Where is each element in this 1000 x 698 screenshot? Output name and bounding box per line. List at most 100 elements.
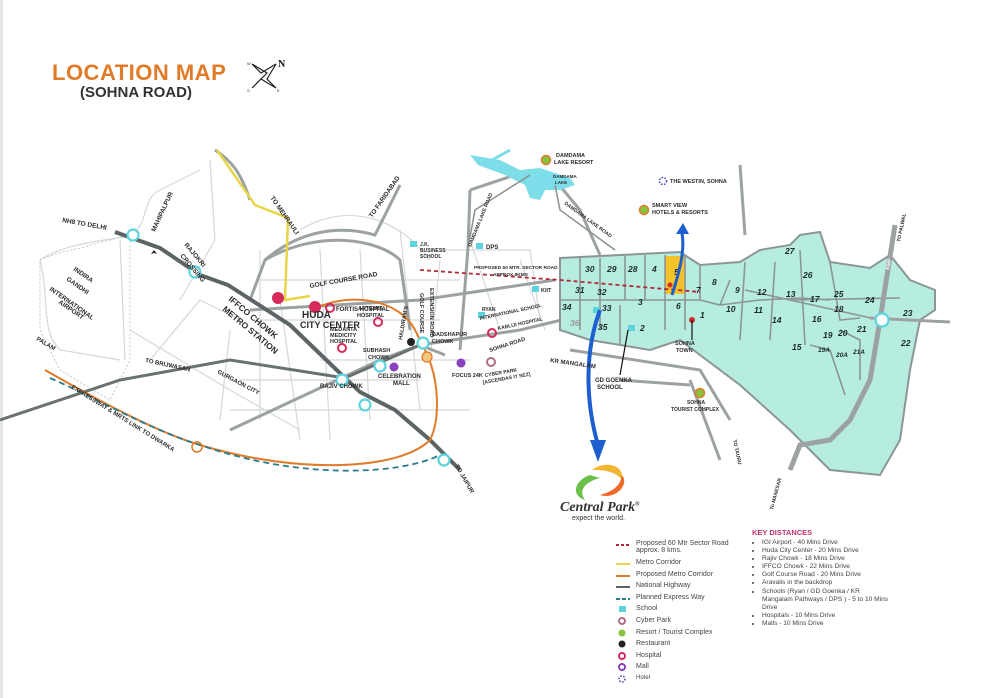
svg-text:5: 5 xyxy=(674,267,679,277)
orange-line-icon xyxy=(616,574,630,577)
legend-item-cyber-park: Cyber Park xyxy=(616,616,729,629)
svg-text:TO JAIPUR: TO JAIPUR xyxy=(453,464,474,495)
school-icon xyxy=(619,606,626,613)
svg-text:25: 25 xyxy=(833,289,844,299)
legend-item-restaurant: Restaurant xyxy=(616,640,729,652)
svg-text:CYBER PARK: CYBER PARK xyxy=(484,367,518,379)
svg-text:E: E xyxy=(277,88,280,93)
svg-text:BADSHAPUR: BADSHAPUR xyxy=(432,332,467,338)
resort-icon xyxy=(540,154,552,166)
legend-item-mall: Mall xyxy=(616,663,729,675)
svg-text:10: 10 xyxy=(726,304,736,314)
svg-text:SMART VIEW: SMART VIEW xyxy=(652,203,688,209)
school-icon xyxy=(593,307,600,313)
svg-text:DAMDAMA LAKE ROAD: DAMDAMA LAKE ROAD xyxy=(563,201,613,240)
svg-text:30: 30 xyxy=(585,264,595,274)
svg-text:SCHOOL: SCHOOL xyxy=(597,385,623,391)
damdama-lake: DAMDAMA LAKE xyxy=(470,148,577,200)
svg-text:33: 33 xyxy=(602,303,612,313)
svg-text:N: N xyxy=(278,59,286,70)
distance-item: Schools (Ryan / GD Goenka / KR Mangalam … xyxy=(762,588,892,612)
svg-text:26: 26 xyxy=(802,270,813,280)
svg-text:SCHOOL: SCHOOL xyxy=(420,254,441,260)
school-icon xyxy=(628,325,635,331)
svg-text:HOSPITAL: HOSPITAL xyxy=(330,339,358,345)
svg-text:RYAN: RYAN xyxy=(482,307,496,313)
mall-icon xyxy=(456,358,466,368)
svg-text:1: 1 xyxy=(700,310,705,320)
svg-text:TO MEHRAULI: TO MEHRAULI xyxy=(268,195,300,236)
highway-rajiv-chowk xyxy=(0,358,346,422)
svg-text:S: S xyxy=(247,88,250,93)
svg-text:RAJIV CHOWK: RAJIV CHOWK xyxy=(320,384,363,390)
school-icon xyxy=(410,241,417,247)
svg-text:17: 17 xyxy=(810,294,821,304)
legend-item-metro: Metro Corridor xyxy=(616,559,729,571)
svg-text:21: 21 xyxy=(856,324,867,334)
brand-tagline: expect the world. xyxy=(572,515,625,522)
svg-text:DAMDAMA LAKE ROAD: DAMDAMA LAKE ROAD xyxy=(467,192,494,248)
distance-item: Huda City Center - 20 Mins Drive xyxy=(762,547,952,555)
svg-text:CHOWK: CHOWK xyxy=(432,339,453,345)
key-distances: KEY DISTANCES IGI Airport - 40 Mins Driv… xyxy=(752,528,952,628)
hospital-icon xyxy=(487,328,497,338)
svg-text:KIIT: KIIT xyxy=(541,288,552,294)
svg-text:ARTEMIS: ARTEMIS xyxy=(358,306,383,312)
svg-text:34: 34 xyxy=(562,302,572,312)
project-marker xyxy=(667,282,673,288)
legend-item-expressway: Planned Express Way xyxy=(616,594,729,606)
svg-text:SUBHASH: SUBHASH xyxy=(363,348,390,354)
distance-item: Hospitals - 10 Mins Drive xyxy=(762,612,952,620)
svg-text:20: 20 xyxy=(837,328,848,338)
resort-icon xyxy=(618,629,626,637)
metro-station-icon xyxy=(191,292,433,453)
svg-text:CELEBRATION: CELEBRATION xyxy=(378,374,421,380)
svg-text:FORTIS HOSPITAL: FORTIS HOSPITAL xyxy=(336,307,390,313)
svg-text:FOCUS 24K: FOCUS 24K xyxy=(452,373,483,379)
svg-text:14: 14 xyxy=(772,315,782,325)
legend-item-proposed-metro: Proposed Metro Corridor xyxy=(616,571,729,583)
svg-text:22: 22 xyxy=(900,338,911,348)
svg-text:19A: 19A xyxy=(818,347,830,354)
svg-text:PROPOSED 60 MTR. SECTOR ROAD: PROPOSED 60 MTR. SECTOR ROAD xyxy=(474,265,558,271)
svg-text:PALAM: PALAM xyxy=(35,337,56,353)
distance-item: Aravalis in the backdrop xyxy=(762,579,952,587)
svg-text:CHOWK: CHOWK xyxy=(368,355,389,361)
hotel-icon xyxy=(658,176,668,186)
junctions xyxy=(126,228,890,467)
svg-text:4: 4 xyxy=(651,264,657,274)
yellow-line-icon xyxy=(616,563,630,565)
svg-text:APPROX.8KMS: APPROX.8KMS xyxy=(493,272,529,278)
svg-text:24: 24 xyxy=(864,295,875,305)
school-icon xyxy=(532,286,539,292)
school-icon xyxy=(478,312,485,318)
brand-name: Central Park® xyxy=(560,500,640,515)
svg-text:NH8 TO DELHI: NH8 TO DELHI xyxy=(62,217,108,232)
svg-text:CITY CENTER: CITY CENTER xyxy=(300,320,360,330)
school-icon xyxy=(476,243,483,249)
svg-text:6: 6 xyxy=(676,301,681,311)
svg-text:LAKE RESORT: LAKE RESORT xyxy=(554,160,594,166)
svg-text:TOURIST COMPLEX: TOURIST COMPLEX xyxy=(671,407,720,413)
svg-text:SOHNA ROAD: SOHNA ROAD xyxy=(489,337,526,354)
svg-text:29: 29 xyxy=(606,264,617,274)
svg-text:EXTENSION ROAD: EXTENSION ROAD xyxy=(428,288,434,338)
hospital-icon xyxy=(337,343,347,353)
restaurant-icon xyxy=(618,640,626,648)
airplane-icon xyxy=(151,250,157,254)
svg-text:HUDA: HUDA xyxy=(302,310,331,321)
national-highway-nh8 xyxy=(114,230,462,472)
svg-text:31: 31 xyxy=(575,285,585,295)
svg-text:THE WESTIN, SOHNA: THE WESTIN, SOHNA xyxy=(670,179,727,185)
svg-text:9: 9 xyxy=(735,285,740,295)
distance-item: IFFCO Chowk - 22 Mins Drive xyxy=(762,563,952,571)
svg-text:MAHIPALPUR: MAHIPALPUR xyxy=(150,191,175,233)
svg-text:16: 16 xyxy=(812,314,822,324)
svg-text:SOHNA: SOHNA xyxy=(687,400,705,406)
svg-text:GOLF COURSE: GOLF COURSE xyxy=(418,293,424,334)
hospital-icon xyxy=(618,651,626,660)
svg-text:2: 2 xyxy=(639,323,645,333)
metro-corridor xyxy=(215,149,311,302)
